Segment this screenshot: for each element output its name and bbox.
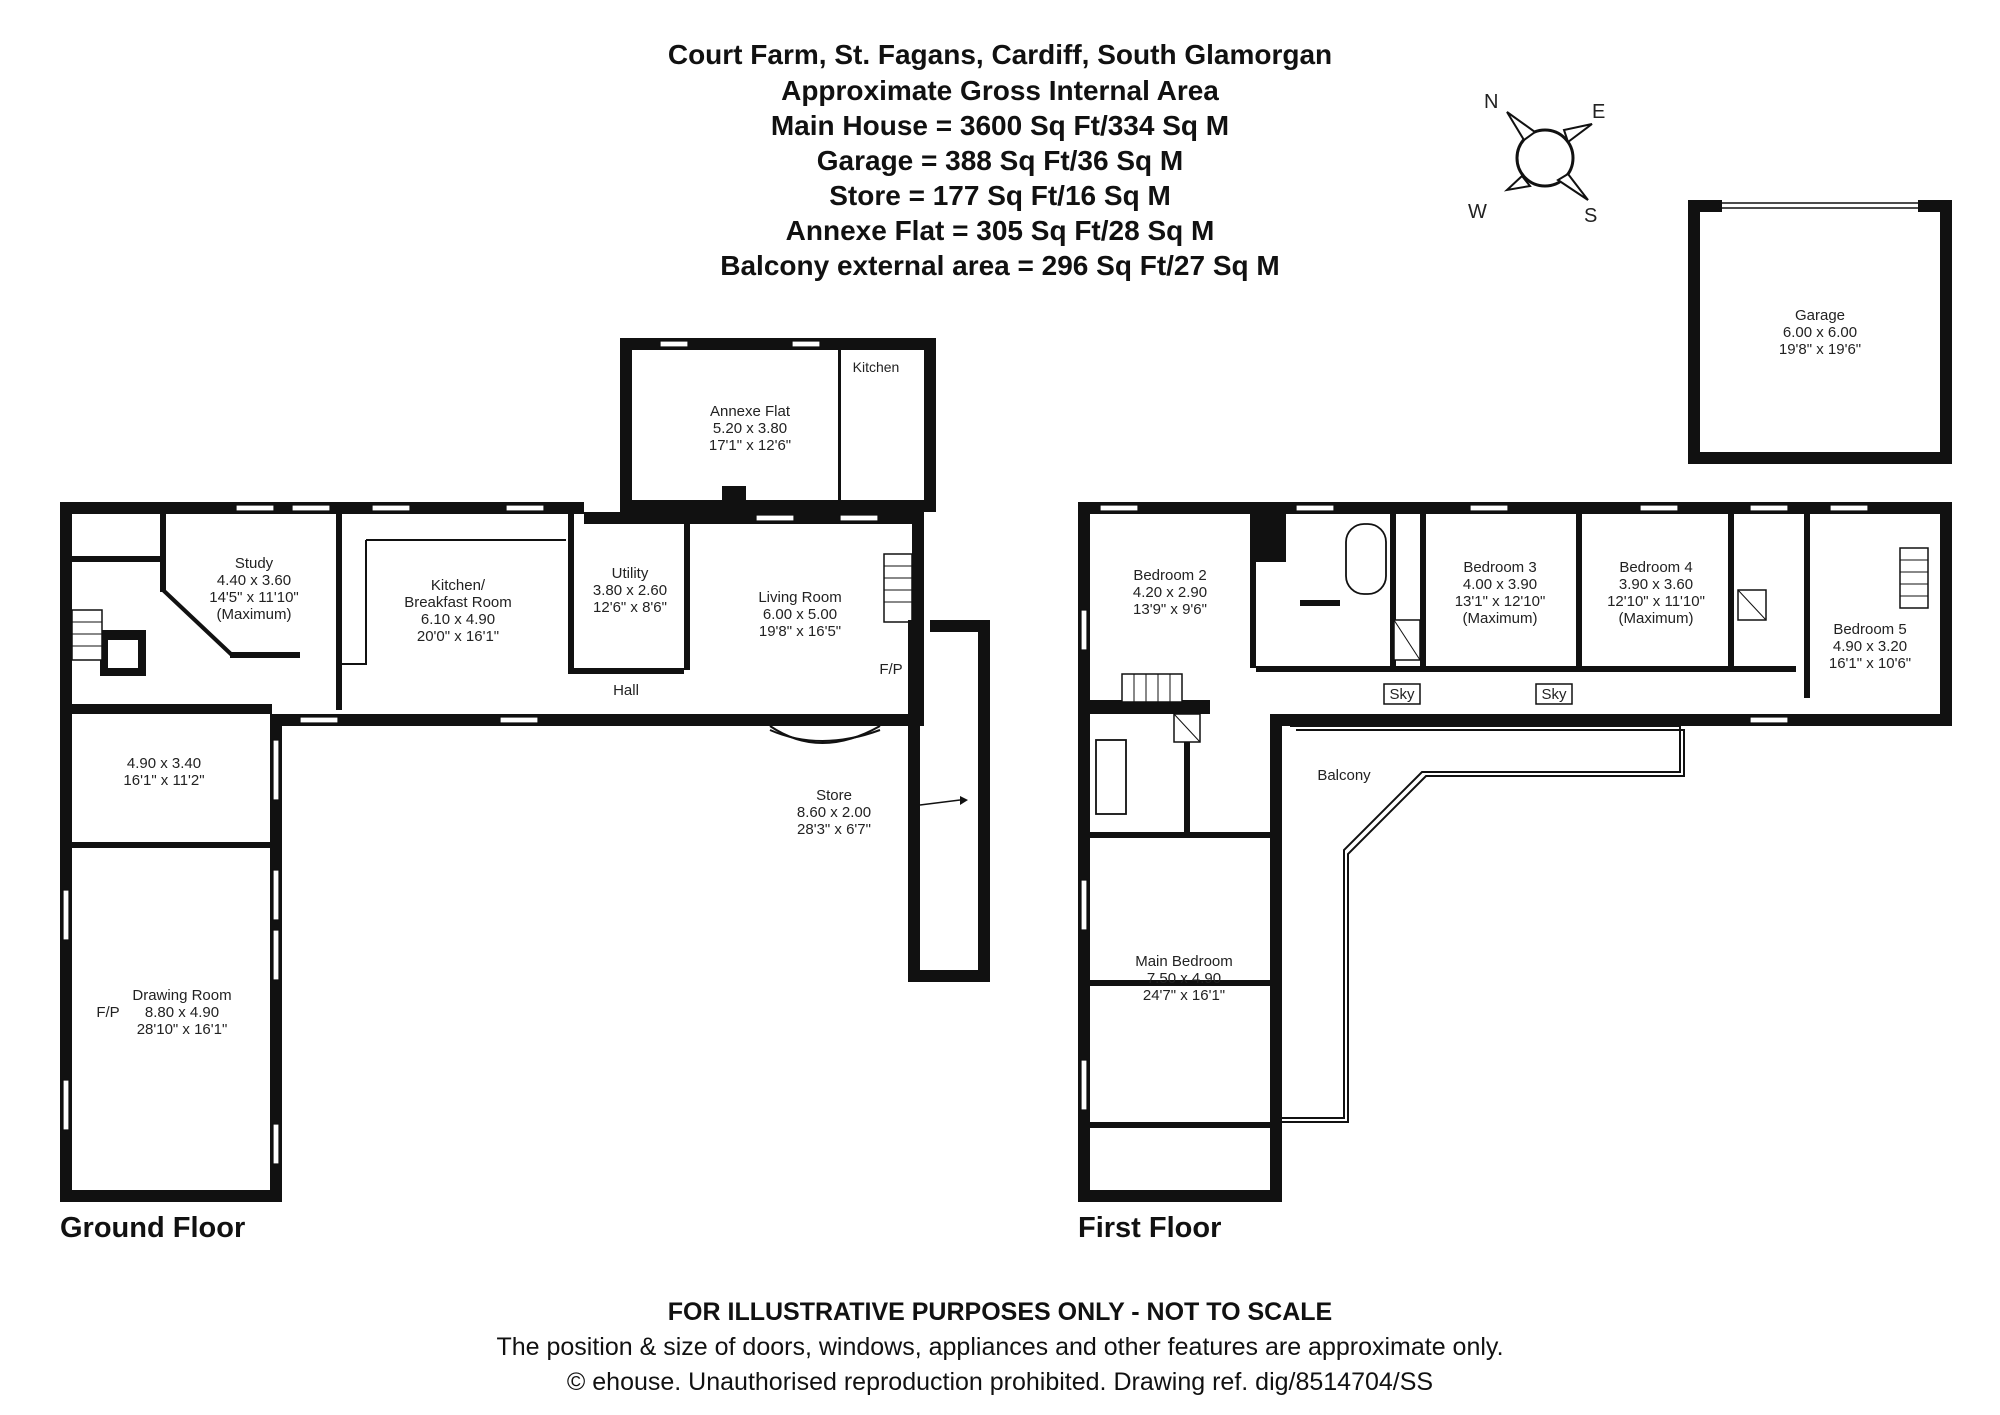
svg-text:6.00 x 6.00: 6.00 x 6.00 (1783, 324, 1857, 341)
svg-text:4.40 x 3.60: 4.40 x 3.60 (217, 572, 291, 589)
svg-text:5.20 x 3.80: 5.20 x 3.80 (713, 420, 787, 437)
compass-e: E (1592, 101, 1605, 123)
svg-text:12'6" x 8'6": 12'6" x 8'6" (593, 599, 667, 616)
compass-s: S (1584, 205, 1597, 227)
ground-floor-walls (60, 338, 936, 1202)
svg-text:(Maximum): (Maximum) (1619, 610, 1694, 627)
svg-text:4.20 x 2.90: 4.20 x 2.90 (1133, 584, 1207, 601)
svg-text:4.90 x 3.40: 4.90 x 3.40 (127, 755, 201, 772)
svg-text:Bedroom 4: Bedroom 4 (1619, 559, 1692, 576)
bedroom-4-label: Bedroom 4 3.90 x 3.60 12'10" x 11'10" (M… (1607, 559, 1705, 627)
svg-text:3.80 x 2.60: 3.80 x 2.60 (593, 582, 667, 599)
svg-text:Study: Study (235, 555, 274, 572)
svg-text:24'7" x 16'1": 24'7" x 16'1" (1143, 987, 1225, 1004)
svg-text:16'1" x 10'6": 16'1" x 10'6" (1829, 655, 1911, 672)
bedroom-3-label: Bedroom 3 4.00 x 3.90 13'1" x 12'10" (Ma… (1455, 559, 1546, 627)
main-bedroom-label: Main Bedroom 7.50 x 4.90 24'7" x 16'1" (1135, 953, 1233, 1004)
svg-text:Main Bedroom: Main Bedroom (1135, 953, 1233, 970)
svg-text:Store: Store (816, 787, 852, 804)
utility-label: Utility 3.80 x 2.60 12'6" x 8'6" (593, 565, 667, 616)
svg-text:4.00 x 3.90: 4.00 x 3.90 (1463, 576, 1537, 593)
annexe-kitchen-label: Kitchen (853, 359, 900, 375)
area-annexe: Annexe Flat = 305 Sq Ft/28 Sq M (785, 215, 1215, 246)
balcony-label: Balcony (1317, 767, 1371, 784)
fp-drawing-label: F/P (96, 1004, 119, 1021)
garage-label: Garage 6.00 x 6.00 19'8" x 19'6" (1779, 307, 1861, 358)
property-title: Court Farm, St. Fagans, Cardiff, South G… (667, 39, 1333, 70)
svg-text:19'8" x 16'5": 19'8" x 16'5" (759, 623, 841, 640)
svg-text:28'3" x 6'7": 28'3" x 6'7" (797, 821, 871, 838)
svg-text:14'5" x 11'10": 14'5" x 11'10" (209, 589, 299, 606)
compass-w: W (1468, 201, 1487, 223)
svg-text:6.00 x 5.00: 6.00 x 5.00 (763, 606, 837, 623)
svg-text:19'8" x 19'6": 19'8" x 19'6" (1779, 341, 1861, 358)
unnamed-room-label: 4.90 x 3.40 16'1" x 11'2" (123, 755, 204, 789)
area-main-house: Main House = 3600 Sq Ft/334 Sq M (770, 110, 1230, 141)
svg-text:8.80 x 4.90: 8.80 x 4.90 (145, 1004, 219, 1021)
hall-label: Hall (613, 682, 639, 699)
ground-floor-label: Ground Floor (60, 1212, 246, 1244)
drawing-room-label: Drawing Room 8.80 x 4.90 28'10" x 16'1" (132, 987, 231, 1038)
compass-icon: N E S W (1468, 91, 1605, 227)
compass-n: N (1484, 91, 1498, 113)
svg-text:Breakfast Room: Breakfast Room (404, 594, 512, 611)
study-label: Study 4.40 x 3.60 14'5" x 11'10" (Maximu… (209, 555, 299, 623)
svg-text:Kitchen/: Kitchen/ (431, 577, 486, 594)
svg-text:Bedroom 3: Bedroom 3 (1463, 559, 1536, 576)
living-room-label: Living Room 6.00 x 5.00 19'8" x 16'5" (758, 589, 841, 640)
area-store: Store = 177 Sq Ft/16 Sq M (829, 180, 1171, 211)
windows (62, 340, 1869, 1165)
svg-text:Sky: Sky (1541, 686, 1567, 703)
svg-text:13'1" x 12'10": 13'1" x 12'10" (1455, 593, 1546, 610)
kitchen-label: Kitchen/ Breakfast Room 6.10 x 4.90 20'0… (404, 577, 512, 645)
svg-text:3.90 x 3.60: 3.90 x 3.60 (1619, 576, 1693, 593)
svg-text:Utility: Utility (612, 565, 649, 582)
bedroom-2-label: Bedroom 2 4.20 x 2.90 13'9" x 9'6" (1133, 567, 1207, 618)
store (908, 620, 990, 982)
svg-text:12'10" x 11'10": 12'10" x 11'10" (1607, 593, 1705, 610)
disclaimer-text: The position & size of doors, windows, a… (496, 1333, 1504, 1361)
annexe-flat-label: Kitchen Annexe Flat 5.20 x 3.80 17'1" x … (709, 359, 899, 454)
store-label: Store 8.60 x 2.00 28'3" x 6'7" (797, 787, 871, 838)
skylight-labels: Sky Sky (1383, 683, 1573, 705)
disclaimer-heading: FOR ILLUSTRATIVE PURPOSES ONLY - NOT TO … (667, 1298, 1333, 1326)
svg-text:4.90 x 3.20: 4.90 x 3.20 (1833, 638, 1907, 655)
svg-text:20'0" x 16'1": 20'0" x 16'1" (417, 628, 499, 645)
svg-text:28'10" x 16'1": 28'10" x 16'1" (137, 1021, 228, 1038)
area-balcony: Balcony external area = 296 Sq Ft/27 Sq … (720, 250, 1280, 281)
svg-text:Garage: Garage (1795, 307, 1845, 324)
svg-text:Annexe Flat: Annexe Flat (710, 403, 791, 420)
area-garage: Garage = 388 Sq Ft/36 Sq M (816, 145, 1184, 176)
svg-text:Sky: Sky (1389, 686, 1415, 703)
svg-text:Bedroom 5: Bedroom 5 (1833, 621, 1906, 638)
svg-text:16'1" x 11'2": 16'1" x 11'2" (123, 772, 204, 789)
svg-text:(Maximum): (Maximum) (217, 606, 292, 623)
svg-text:6.10 x 4.90: 6.10 x 4.90 (421, 611, 495, 628)
svg-text:(Maximum): (Maximum) (1463, 610, 1538, 627)
svg-text:Drawing Room: Drawing Room (132, 987, 231, 1004)
svg-text:Living Room: Living Room (758, 589, 841, 606)
fp-living-label: F/P (879, 661, 902, 678)
svg-text:13'9" x 9'6": 13'9" x 9'6" (1133, 601, 1207, 618)
svg-text:Bedroom 2: Bedroom 2 (1133, 567, 1206, 584)
svg-text:8.60 x 2.00: 8.60 x 2.00 (797, 804, 871, 821)
area-subtitle: Approximate Gross Internal Area (781, 75, 1219, 106)
bedroom-5-label: Bedroom 5 4.90 x 3.20 16'1" x 10'6" (1829, 621, 1911, 672)
first-floor-label: First Floor (1078, 1212, 1222, 1244)
svg-text:17'1" x 12'6": 17'1" x 12'6" (709, 437, 791, 454)
copyright-text: © ehouse. Unauthorised reproduction proh… (566, 1368, 1434, 1396)
svg-text:7.50 x 4.90: 7.50 x 4.90 (1147, 970, 1221, 987)
garage (1688, 200, 1952, 464)
